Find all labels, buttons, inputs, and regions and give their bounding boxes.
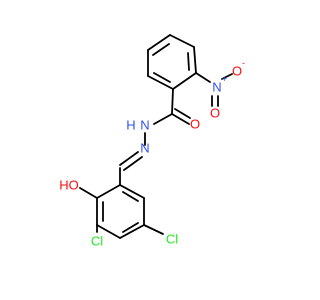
molecule-canvas: O N + O - O H N N HO Cl Cl (59, 34, 245, 248)
atom-n-nitro: N (212, 79, 221, 94)
double-bond-inner (122, 191, 139, 202)
bond-carbonyl-double (171, 113, 190, 125)
atom-h-hydrazide: H (126, 117, 135, 132)
bond (169, 34, 195, 48)
atom-cl-left: Cl (91, 233, 103, 248)
bond (147, 34, 171, 51)
bond-imine-double (119, 151, 139, 166)
bond-carbonyl-n (153, 113, 173, 125)
bond (172, 72, 197, 90)
atom-oh: HO (59, 177, 79, 192)
bond (147, 75, 174, 90)
atom-n-imine: N (140, 140, 149, 155)
atom-cl-right: Cl (166, 231, 178, 246)
bond (96, 224, 121, 239)
double-bond-inner (152, 43, 170, 56)
bond (119, 224, 145, 239)
bond (193, 46, 197, 74)
charge-minus: - (242, 58, 245, 68)
chemical-structure-diagram: O N + O - O H N N HO Cl Cl (59, 34, 245, 248)
bond-ring-carbonyl (171, 88, 174, 115)
atom-n-hydrazide: N (140, 117, 149, 132)
bond (96, 184, 121, 199)
bond-ring-oh (79, 187, 98, 199)
bond-ring-cl-right (143, 224, 164, 235)
dichlorophenol-ring (96, 184, 145, 239)
nitrophenyl-ring (147, 34, 197, 90)
double-bond-inner (122, 222, 139, 233)
double-bond-inner (187, 52, 190, 71)
double-bond-inner (153, 72, 171, 83)
bond-ring-nitro (195, 72, 211, 83)
bond-carbonyl-double (174, 108, 191, 119)
bond (119, 184, 145, 199)
atom-o-carbonyl: O (190, 116, 200, 131)
atom-o-nitro-right: O (232, 63, 242, 78)
bond-nitro-o-single (221, 73, 233, 80)
atom-o-nitro-bottom: O (210, 105, 220, 120)
bond-imine-double (123, 156, 143, 171)
charge-plus: + (222, 74, 227, 84)
